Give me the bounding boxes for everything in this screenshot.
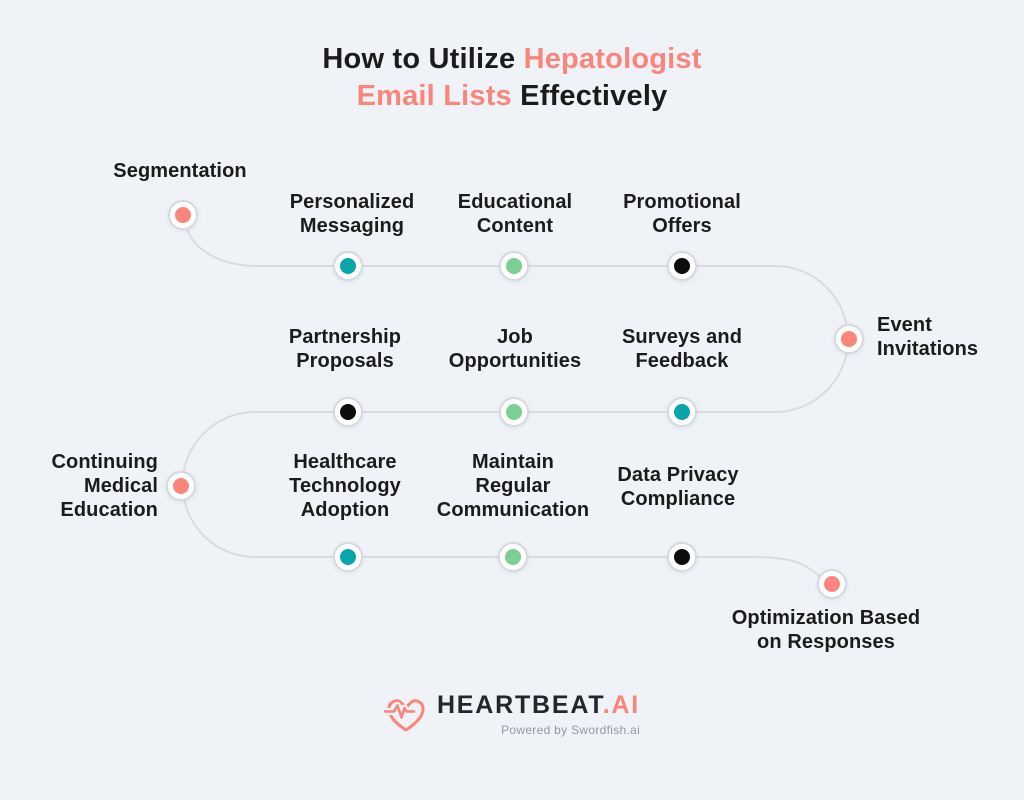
node-dot: [674, 404, 690, 420]
node-segmentation: [168, 200, 198, 230]
title-part-black-2: Effectively: [520, 80, 668, 112]
node-dot: [506, 404, 522, 420]
brand-text: HEARTBEAT.AI Powered by Swordfish.ai: [437, 691, 640, 737]
label-optimization-based-responses: Optimization Based on Responses: [731, 607, 921, 653]
label-healthcare-technology-adoption: Healthcare Technology Adoption: [289, 451, 401, 521]
node-dot: [340, 549, 356, 565]
node-promotional-offers: [667, 251, 697, 281]
node-surveys-feedback: [667, 397, 697, 427]
page-title: How to Utilize Hepatologist Email Lists …: [0, 41, 1024, 115]
label-surveys-feedback: Surveys and Feedback: [621, 326, 743, 372]
title-part-black-1: How to Utilize: [322, 43, 516, 75]
label-personalized-messaging: Personalized Messaging: [289, 191, 415, 237]
node-dot: [674, 258, 690, 274]
node-maintain-regular-communication: [498, 542, 528, 572]
node-dot: [340, 258, 356, 274]
node-dot: [173, 478, 189, 494]
label-educational-content: Educational Content: [457, 191, 573, 237]
label-job-opportunities: Job Opportunities: [448, 326, 582, 372]
label-event-invitations: Event Invitations: [877, 314, 979, 360]
brand-wordmark: HEARTBEAT.AI: [437, 691, 640, 720]
node-dot: [505, 549, 521, 565]
brand-main: HEARTBEAT: [436, 691, 603, 719]
node-optimization-based-responses: [817, 569, 847, 599]
title-line-2: Email Lists Effectively: [0, 78, 1024, 115]
brand-tagline: Powered by Swordfish.ai: [501, 723, 641, 737]
node-data-privacy-compliance: [667, 542, 697, 572]
journey-path-line: [181, 225, 849, 585]
label-promotional-offers: Promotional Offers: [623, 191, 741, 237]
brand-suffix: .AI: [602, 691, 641, 719]
label-partnership-proposals: Partnership Proposals: [288, 326, 402, 372]
node-personalized-messaging: [333, 251, 363, 281]
node-educational-content: [499, 251, 529, 281]
node-healthcare-technology-adoption: [333, 542, 363, 572]
node-dot: [824, 576, 840, 592]
label-maintain-regular-communication: Maintain Regular Communication: [436, 451, 590, 521]
node-job-opportunities: [499, 397, 529, 427]
node-dot: [841, 331, 857, 347]
title-part-accent-1: Hepatologist: [523, 43, 702, 75]
label-continuing-medical-education: Continuing Medical Education: [51, 451, 158, 521]
brand-footer: HEARTBEAT.AI Powered by Swordfish.ai: [0, 691, 1024, 737]
node-event-invitations: [834, 324, 864, 354]
node-dot: [340, 404, 356, 420]
title-line-1: How to Utilize Hepatologist: [0, 41, 1024, 78]
label-data-privacy-compliance: Data Privacy Compliance: [617, 464, 739, 510]
title-part-accent-2: Email Lists: [356, 80, 512, 112]
node-partnership-proposals: [333, 397, 363, 427]
node-dot: [175, 207, 191, 223]
node-dot: [506, 258, 522, 274]
node-continuing-medical-education: [166, 471, 196, 501]
heart-ekg-icon: [383, 699, 425, 732]
label-segmentation: Segmentation: [113, 160, 247, 182]
node-dot: [674, 549, 690, 565]
